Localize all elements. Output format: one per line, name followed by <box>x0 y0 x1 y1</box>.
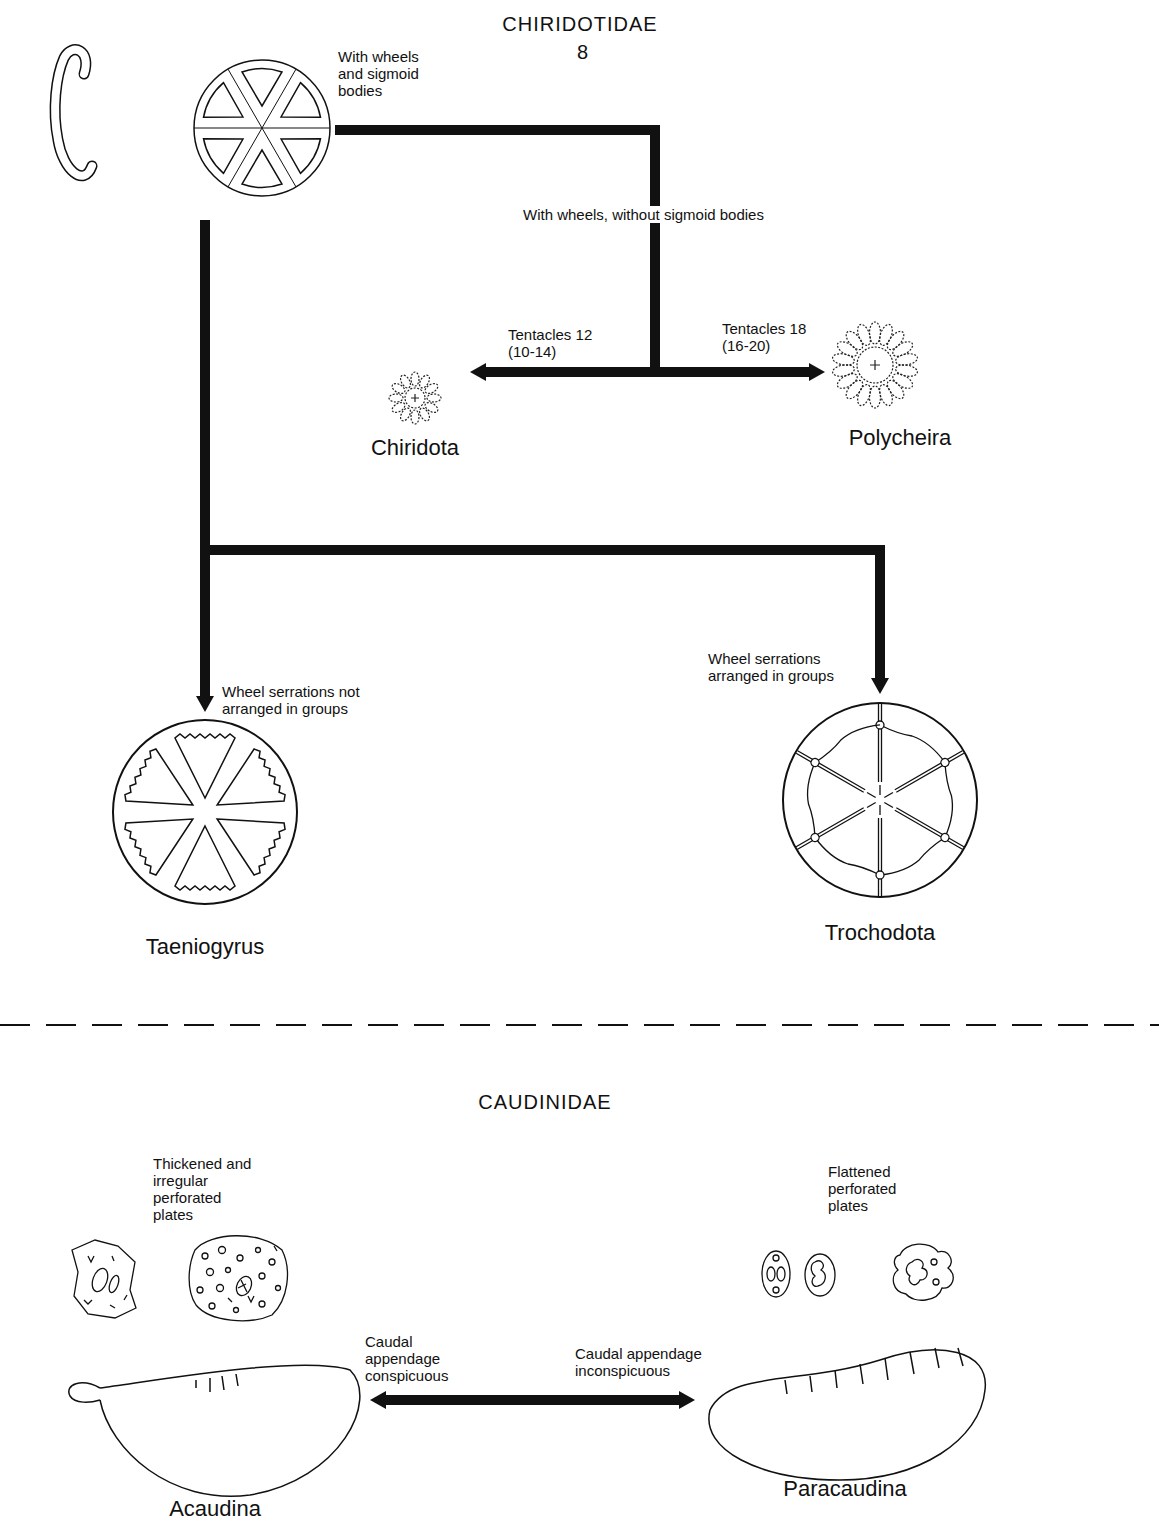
character-label: Caudal appendage conspicuous <box>365 1333 455 1384</box>
branch-label: With wheels, without sigmoid bodies <box>520 206 767 223</box>
branch-label: Tentacles 12 (10-14) <box>508 326 603 360</box>
genus-name: Trochodota <box>775 920 985 946</box>
genus-name: Paracaudina <box>695 1476 995 1502</box>
family-title: CHIRIDOTIDAE <box>480 12 680 36</box>
character-label: Caudal appendage inconspicuous <box>575 1345 710 1379</box>
spicule-note: Thickened and irregular perforated plate… <box>153 1155 257 1223</box>
genus-name: Polycheira <box>825 425 975 451</box>
perforated-plate <box>189 1236 287 1321</box>
perforated-plate <box>762 1244 953 1300</box>
tentacle-crown <box>389 372 441 424</box>
genus-name: Acaudina <box>60 1496 370 1522</box>
taxon-figure: Chiridota <box>360 365 470 465</box>
wheel-ossicle <box>764 696 995 905</box>
taxon-figure: With wheels and sigmoid bodies <box>40 40 335 220</box>
genus-name: Chiridota <box>360 435 470 461</box>
section-divider <box>0 1024 1159 1026</box>
branch-label: Wheel serrations not arranged in groups <box>222 683 397 717</box>
tentacle-crown <box>832 322 919 408</box>
animal-body <box>709 1348 985 1480</box>
genus-name: Taeniogyrus <box>105 934 305 960</box>
key-branch <box>386 1395 679 1405</box>
branch-label: Tentacles 18 (16-20) <box>722 320 817 354</box>
perforated-plate <box>72 1240 136 1318</box>
taxon-figure: Trochodota <box>775 694 985 960</box>
page-number: 8 <box>560 40 606 64</box>
wheel-ossicle <box>113 720 297 904</box>
animal-body <box>69 1365 360 1496</box>
taxon-figure: Flattened perforated platesParacaudina <box>695 1160 995 1515</box>
key-branch <box>335 130 655 372</box>
section-title: CAUDINIDAE <box>445 1090 645 1114</box>
spicule-note: Flattened perforated plates <box>828 1163 913 1214</box>
key-branch <box>205 220 880 678</box>
sigmoid-body <box>55 50 92 176</box>
wheel-ossicle <box>194 60 330 196</box>
taxon-figure: Taeniogyrus <box>105 712 305 975</box>
taxon-figure: Polycheira <box>825 315 975 460</box>
spicule-note: With wheels and sigmoid bodies <box>338 48 430 99</box>
branch-label: Wheel serrations arranged in groups <box>708 650 858 684</box>
taxon-figure: Thickened and irregular perforated plate… <box>60 1150 370 1529</box>
